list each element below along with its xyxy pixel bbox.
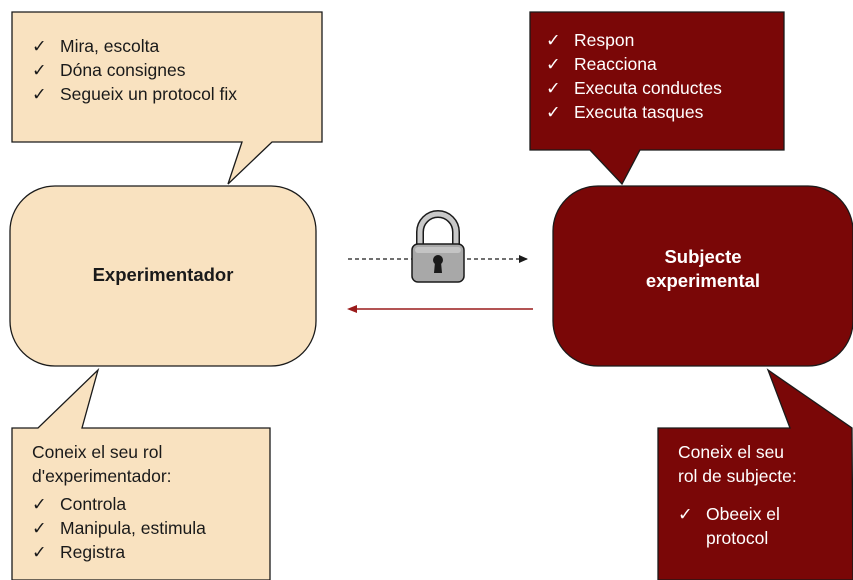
subject-top-item: ✓Reacciona xyxy=(546,54,657,74)
subject-top-item: ✓Respon xyxy=(546,30,635,50)
experimenter-bottom-item: ✓Manipula, estimula xyxy=(32,518,206,538)
experimenter-top-list: ✓Mira, escolta ✓Dóna consignes ✓Segueix … xyxy=(32,34,237,106)
experimenter-bottom-item: ✓Registra xyxy=(32,542,126,562)
experimenter-node xyxy=(9,185,317,367)
subject-label: Subjecte experimental xyxy=(553,245,853,293)
padlock-icon xyxy=(411,210,465,283)
experimenter-top-item: ✓Mira, escolta xyxy=(32,36,160,56)
experimenter-top-item: ✓Segueix un protocol fix xyxy=(32,84,238,104)
subject-bottom-item: protocol xyxy=(706,528,769,548)
subject-top-callout xyxy=(529,11,785,186)
experimenter-top-item: ✓Dóna consignes xyxy=(32,60,186,80)
experimenter-bottom-list: Coneix el seu rol d'experimentador: ✓Con… xyxy=(32,440,206,564)
subject-bottom-list: Coneix el seu rol de subjecte: ✓Obeeix e… xyxy=(678,440,797,550)
subject-label-line: Subjecte xyxy=(664,246,742,267)
experimenter-bottom-callout xyxy=(11,367,271,580)
experimenter-label: Experimentador xyxy=(92,264,234,285)
experimenter-bottom-item: ✓Controla xyxy=(32,494,127,514)
subject-label-line: experimental xyxy=(645,270,761,291)
experimenter-top-callout xyxy=(11,11,323,185)
subject-node xyxy=(552,185,853,367)
subject-bottom-intro: rol de subjecte: xyxy=(678,466,797,486)
subject-top-item: ✓Executa tasques xyxy=(546,102,704,122)
subject-bottom-callout xyxy=(657,368,853,580)
subject-bottom-intro: Coneix el seu xyxy=(678,442,785,462)
subject-bottom-item: ✓Obeeix el xyxy=(678,504,780,524)
spacer xyxy=(678,488,797,502)
subject-top-list: ✓Respon ✓Reacciona ✓Executa conductes ✓E… xyxy=(546,28,722,124)
subject-top-item: ✓Executa conductes xyxy=(546,78,722,98)
experimenter-bottom-intro: d'experimentador: xyxy=(32,466,172,486)
experimenter-bottom-intro: Coneix el seu rol xyxy=(32,442,163,462)
